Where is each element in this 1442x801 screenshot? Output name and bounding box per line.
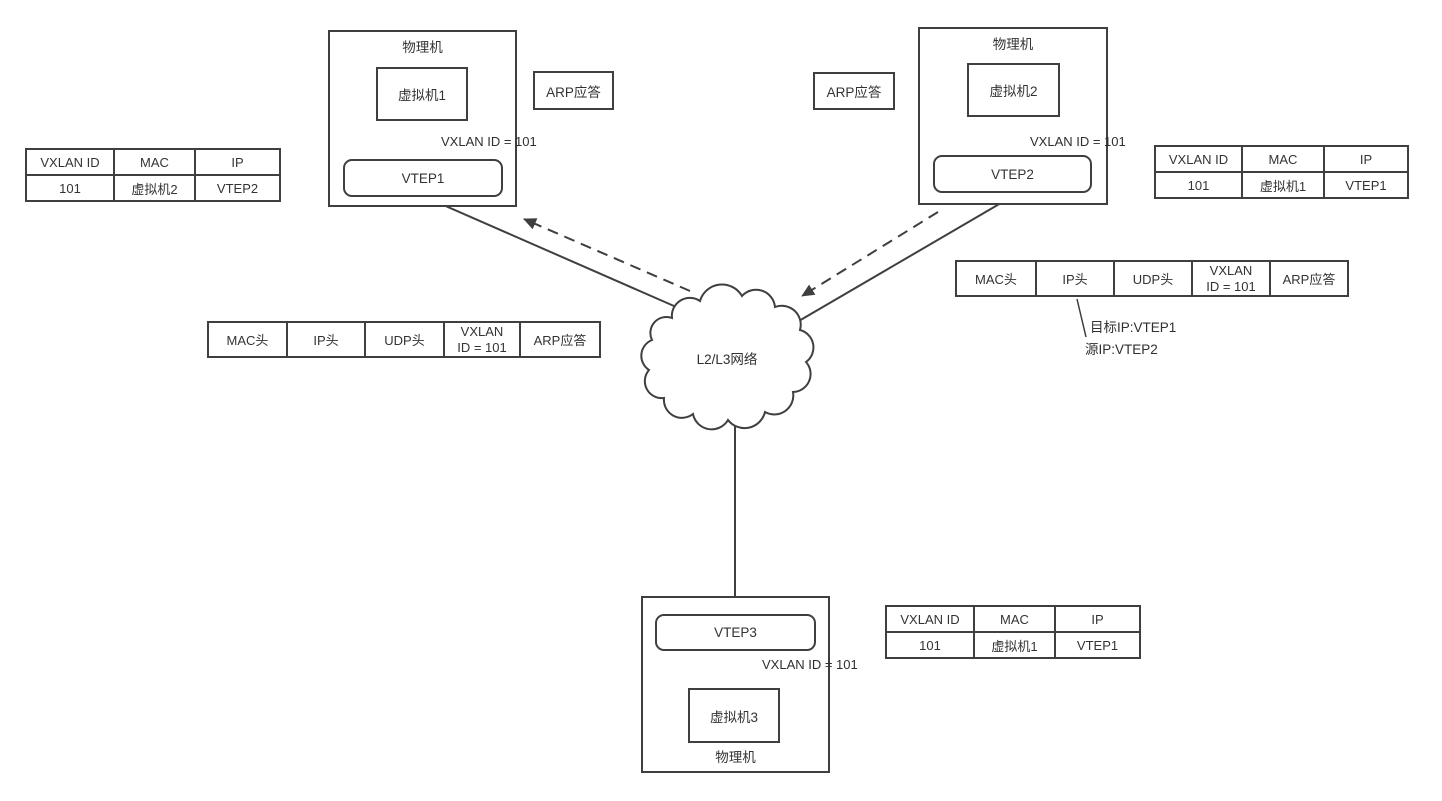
vtep3-box: VTEP3 xyxy=(655,614,816,651)
cloud-label: L2/L3网络 xyxy=(696,352,758,367)
vm1-label: 虚拟机1 xyxy=(397,88,446,103)
mapping-table-left: VXLAN ID MAC IP 101 虚拟机2 VTEP2 xyxy=(25,148,281,202)
arp-reply-badge-label: ARP应答 xyxy=(546,84,601,100)
vm3-box: 虚拟机3 xyxy=(688,688,780,743)
header-cell: MAC xyxy=(113,148,196,176)
cell-mac: 虚拟机2 xyxy=(113,174,196,202)
arp-reply-badge-right: ARP应答 xyxy=(813,72,895,110)
vm3-label: 虚拟机3 xyxy=(709,709,758,725)
vxlan-id-label-top-left: VXLAN ID = 101 xyxy=(441,134,537,149)
vtep1-box: VTEP1 xyxy=(343,159,503,197)
cell-ip-header: IP头 xyxy=(286,321,366,358)
annotation-leader-line xyxy=(1076,298,1087,338)
host-label: 物理机 xyxy=(992,37,1034,52)
table-header-row: VXLAN ID MAC IP xyxy=(25,148,281,176)
header-cell: VXLAN ID xyxy=(885,605,975,633)
cell-mac: 虚拟机1 xyxy=(1241,171,1325,199)
header-cell: VXLAN ID xyxy=(25,148,115,176)
cell-vxlan-header: VXLAN ID = 101 xyxy=(1191,260,1271,297)
vxlan-cell-line1: VXLAN xyxy=(1209,262,1253,278)
link-vtep2-cloud xyxy=(779,195,1014,333)
cell-arp-payload: ARP应答 xyxy=(1269,260,1349,297)
vxlan-cell-line2: ID = 101 xyxy=(1206,278,1256,294)
cell-arp-payload: ARP应答 xyxy=(519,321,601,358)
packet-table-right: MAC头 IP头 UDP头 VXLAN ID = 101 ARP应答 xyxy=(955,260,1349,297)
vxlan-id-label-bottom: VXLAN ID = 101 xyxy=(762,657,858,672)
table-header-row: VXLAN ID MAC IP xyxy=(885,605,1141,633)
vm2-box: 虚拟机2 xyxy=(967,63,1060,117)
vtep1-label: VTEP1 xyxy=(401,170,445,186)
cell-udp-header: UDP头 xyxy=(1113,260,1193,297)
header-cell: MAC xyxy=(1241,145,1325,173)
packet-row: MAC头 IP头 UDP头 VXLAN ID = 101 ARP应答 xyxy=(207,321,601,358)
annotation-dest-ip: 目标IP:VTEP1 xyxy=(1090,320,1177,335)
vtep3-label: VTEP3 xyxy=(714,625,757,640)
l2l3-network-cloud xyxy=(640,283,815,431)
arp-reply-badge-left: ARP应答 xyxy=(533,71,614,110)
arp-reply-arrow-to-cloud xyxy=(801,211,939,297)
host-label: 物理机 xyxy=(715,750,756,765)
table-row: 101 虚拟机2 VTEP2 xyxy=(25,174,281,202)
table-header-row: VXLAN ID MAC IP xyxy=(1154,145,1409,173)
mapping-table-right: VXLAN ID MAC IP 101 虚拟机1 VTEP1 xyxy=(1154,145,1409,199)
cell-mac: 虚拟机1 xyxy=(973,631,1056,659)
packet-row: MAC头 IP头 UDP头 VXLAN ID = 101 ARP应答 xyxy=(955,260,1349,297)
cell-vxlan-id: 101 xyxy=(25,174,115,202)
table-row: 101 虚拟机1 VTEP1 xyxy=(1154,171,1409,199)
vxlan-cell-line1: VXLAN xyxy=(460,323,504,339)
mapping-table-bottom: VXLAN ID MAC IP 101 虚拟机1 VTEP1 xyxy=(885,605,1141,659)
vxlan-id-label-top-right: VXLAN ID = 101 xyxy=(1030,134,1126,149)
vtep2-label: VTEP2 xyxy=(991,166,1034,182)
header-cell: VXLAN ID xyxy=(1154,145,1243,173)
arp-reply-badge-label: ARP应答 xyxy=(826,85,882,100)
header-cell: IP xyxy=(1323,145,1409,173)
arp-reply-arrow-to-vtep1 xyxy=(523,218,691,292)
cell-ip: VTEP1 xyxy=(1054,631,1141,659)
header-cell: IP xyxy=(1054,605,1141,633)
cell-mac-header: MAC头 xyxy=(955,260,1037,297)
cell-udp-header: UDP头 xyxy=(364,321,445,358)
annotation-src-ip: 源IP:VTEP2 xyxy=(1085,342,1158,357)
vm2-label: 虚拟机2 xyxy=(989,84,1038,99)
host-label: 物理机 xyxy=(402,40,443,55)
link-vtep1-cloud xyxy=(424,196,691,314)
vm1-box: 虚拟机1 xyxy=(376,67,468,121)
cell-ip: VTEP1 xyxy=(1323,171,1409,199)
cell-vxlan-header: VXLAN ID = 101 xyxy=(443,321,521,358)
cell-vxlan-id: 101 xyxy=(885,631,975,659)
table-row: 101 虚拟机1 VTEP1 xyxy=(885,631,1141,659)
cell-mac-header: MAC头 xyxy=(207,321,288,358)
header-cell: IP xyxy=(194,148,281,176)
cell-vxlan-id: 101 xyxy=(1154,171,1243,199)
header-cell: MAC xyxy=(973,605,1056,633)
cell-ip: VTEP2 xyxy=(194,174,281,202)
cell-ip-header: IP头 xyxy=(1035,260,1115,297)
vxlan-cell-line2: ID = 101 xyxy=(457,339,507,355)
packet-table-left: MAC头 IP头 UDP头 VXLAN ID = 101 ARP应答 xyxy=(207,321,601,358)
vtep2-box: VTEP2 xyxy=(933,155,1092,193)
